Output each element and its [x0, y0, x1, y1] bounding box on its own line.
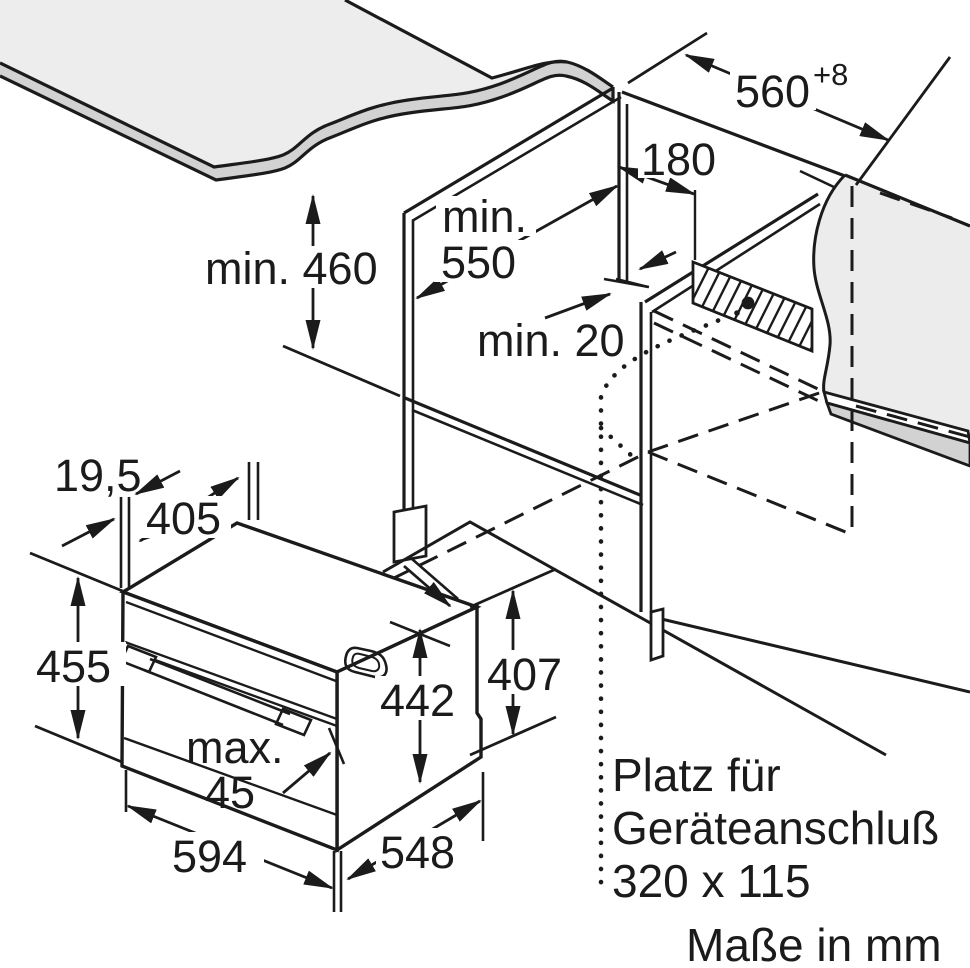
- label-appliance-height: 455: [36, 641, 111, 692]
- dim-niche-height: min. 460: [200, 193, 401, 398]
- dim-top-depth: 405: [138, 462, 260, 544]
- worktop: [0, 0, 615, 182]
- connection-note-line3: 320 x 115: [612, 855, 811, 907]
- oven-front-face: [120, 589, 339, 853]
- label-rear-gap: min. 20: [477, 315, 625, 366]
- connection-point-dot: [741, 296, 755, 310]
- label-connection-offset: 180: [641, 134, 716, 185]
- dim-appliance-width: 594: [124, 770, 343, 912]
- label-niche-height: min. 460: [205, 243, 378, 294]
- label-niche-depth-value: 550: [441, 237, 516, 288]
- label-body-depth: 548: [380, 827, 455, 878]
- adjacent-panel: [812, 173, 970, 468]
- dim-appliance-height: 455: [29, 551, 126, 764]
- label-top-depth: 405: [146, 493, 221, 544]
- dim-niche-depth: min. 550: [415, 184, 619, 300]
- connection-note-line1: Platz für: [612, 749, 781, 801]
- dim-rear-height: 407: [469, 567, 571, 757]
- oven: [119, 521, 483, 854]
- dim-rear-gap: min. 20: [477, 250, 677, 366]
- dim-connection-offset: 180: [617, 134, 720, 260]
- connection-note: Platz für Geräteanschluß 320 x 115: [612, 749, 939, 907]
- label-niche-width-tolerance: +8: [813, 57, 848, 92]
- oven-grip-hole: [343, 646, 388, 679]
- label-front-frame-depth: 19,5: [54, 450, 142, 501]
- label-door-protrusion-max: max.: [186, 722, 284, 773]
- label-appliance-width: 594: [172, 831, 247, 882]
- connection-note-line2: Geräteanschluß: [612, 802, 939, 854]
- dim-front-frame-depth: 19,5: [54, 450, 181, 588]
- dim-body-height: 442: [375, 558, 463, 785]
- label-door-protrusion-value: 45: [205, 767, 255, 818]
- dim-body-depth: 548: [346, 772, 485, 881]
- dim-niche-width: 560 +8: [627, 31, 952, 186]
- label-niche-width: 560: [735, 66, 810, 117]
- connection-point-dot-small: [734, 310, 740, 316]
- hidden-edges: [389, 186, 970, 582]
- label-rear-height: 407: [487, 649, 562, 700]
- cabinet-niche: [382, 86, 970, 757]
- label-niche-depth-min: min.: [442, 191, 527, 242]
- label-body-height: 442: [380, 675, 455, 726]
- oven-handle: [119, 644, 313, 737]
- unit-note: Maße in mm: [686, 919, 942, 968]
